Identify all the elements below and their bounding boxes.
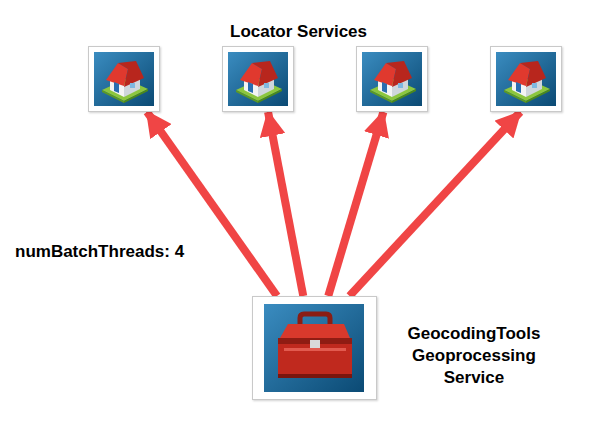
- service-name: GeocodingTools Geoprocessing Service: [390, 323, 558, 389]
- locator-service-box: [356, 46, 428, 112]
- group-title: Locator Services: [230, 21, 367, 43]
- house-icon: [362, 52, 422, 106]
- arrow-connector: [147, 112, 277, 296]
- locator-service-box: [490, 46, 562, 112]
- house-icon: [496, 52, 556, 106]
- locator-service-box: [222, 46, 294, 112]
- parameter-label: numBatchThreads: 4: [15, 241, 184, 263]
- house-icon: [94, 52, 154, 106]
- toolbox-icon: [264, 304, 364, 392]
- arrow-connector: [268, 112, 303, 296]
- toolbox-service-box: GeocodingTools Geoprocessing Service: [252, 296, 377, 400]
- arrow-connector: [350, 112, 521, 296]
- locator-service-box: [88, 46, 160, 112]
- house-icon: [228, 52, 288, 106]
